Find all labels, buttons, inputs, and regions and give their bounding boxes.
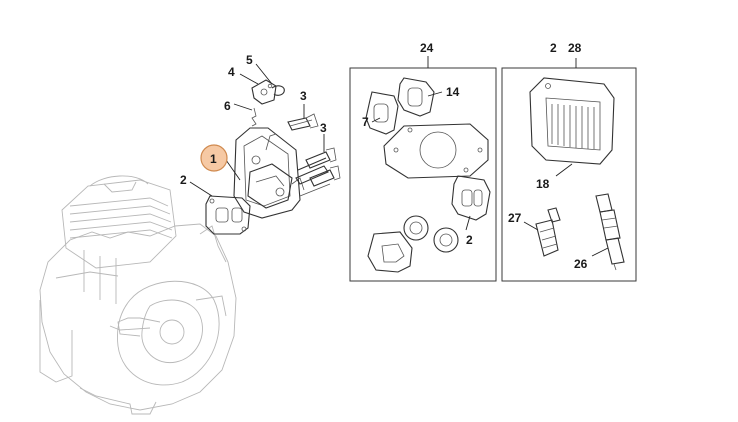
muffler-gasket [367,231,413,273]
callout-18[interactable]: 18 [536,177,550,191]
gasket-part-14 [397,77,435,117]
oil-seal-left [403,215,429,241]
gasket-part-2 [205,195,251,235]
leader-lines [189,56,609,257]
callout-27[interactable]: 27 [508,211,522,225]
engine-housing-drawing [39,175,237,415]
spark-plug-part-26 [595,193,625,271]
callout-5[interactable]: 5 [246,53,253,67]
lever-part-4 [251,79,277,105]
callout-26[interactable]: 26 [574,257,588,271]
oil-seal-right [433,227,459,253]
screw-part-3-upper [287,113,319,131]
callout-2-gasket[interactable]: 2 [180,173,187,187]
screw-part-3-lower [305,147,341,187]
callout-2-box[interactable]: 2 [550,41,557,55]
kit-box-28 [501,67,637,282]
callout-24[interactable]: 24 [420,41,434,55]
callout-2-kit[interactable]: 2 [466,233,473,247]
gasket-part-7 [365,91,399,135]
callout-1[interactable]: 1 [210,152,217,166]
spring-part-6 [251,107,257,127]
callout-4[interactable]: 4 [228,65,235,79]
cylinder-gasket [383,123,489,179]
callout-28[interactable]: 28 [568,41,582,55]
callout-3-lower[interactable]: 3 [320,121,327,135]
gasket-part-2-kit [451,175,491,221]
air-filter-part-18 [529,77,615,165]
callout-14[interactable]: 14 [446,85,460,99]
callout-7[interactable]: 7 [362,115,369,129]
clip-part-5 [271,85,285,96]
callout-highlight-1 [200,144,228,172]
kit-box-24 [349,67,497,282]
callout-6[interactable]: 6 [224,99,231,113]
fuel-filter-part-27 [535,207,561,257]
callout-3-upper[interactable]: 3 [300,89,307,103]
carburetor-assembly-part-1 [233,127,331,219]
